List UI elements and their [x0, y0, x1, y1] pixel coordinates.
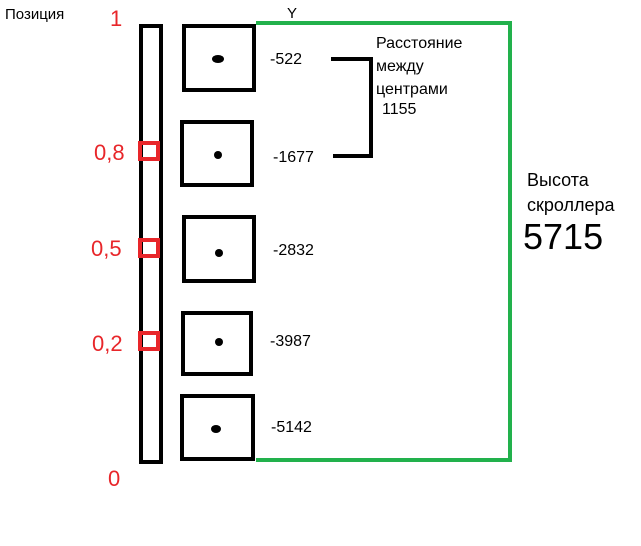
position-label-02: 0,2 [92, 331, 123, 356]
item-y-4: -3987 [270, 333, 311, 350]
height-value: 5715 [523, 216, 604, 257]
distance-label-line1: Расстояние [376, 35, 463, 52]
item-center-dot-1 [212, 55, 224, 63]
height-label-line1: Высота [527, 170, 589, 190]
item-center-dot-5 [211, 425, 221, 433]
position-label-05: 0,5 [91, 236, 122, 261]
position-marker-02 [138, 331, 160, 351]
item-box-3 [182, 215, 256, 283]
item-box-5 [180, 394, 255, 461]
distance-bracket [331, 57, 373, 158]
position-marker-08 [138, 141, 160, 161]
position-label-08: 0,8 [94, 140, 125, 165]
position-marker-05 [138, 238, 160, 258]
item-y-2: -1677 [273, 149, 314, 166]
item-y-5: -5142 [271, 419, 312, 436]
height-label-line2: скроллера [527, 195, 615, 215]
position-title: Позиция [5, 6, 65, 23]
position-label-0: 0 [108, 466, 121, 491]
distance-label-line3: центрами [376, 81, 448, 98]
item-box-2 [180, 120, 254, 187]
scroller-outline [256, 21, 512, 462]
position-label-1: 1 [110, 6, 123, 31]
item-center-dot-4 [215, 338, 223, 346]
item-y-3: -2832 [273, 242, 314, 259]
item-center-dot-2 [214, 151, 222, 159]
item-center-dot-3 [215, 249, 223, 257]
item-y-1: -522 [270, 51, 303, 68]
distance-value: 1155 [382, 101, 417, 118]
item-box-1 [182, 24, 256, 92]
distance-label-line2: между [376, 58, 424, 75]
item-box-4 [181, 311, 253, 376]
y-axis-title: Y [287, 5, 298, 22]
